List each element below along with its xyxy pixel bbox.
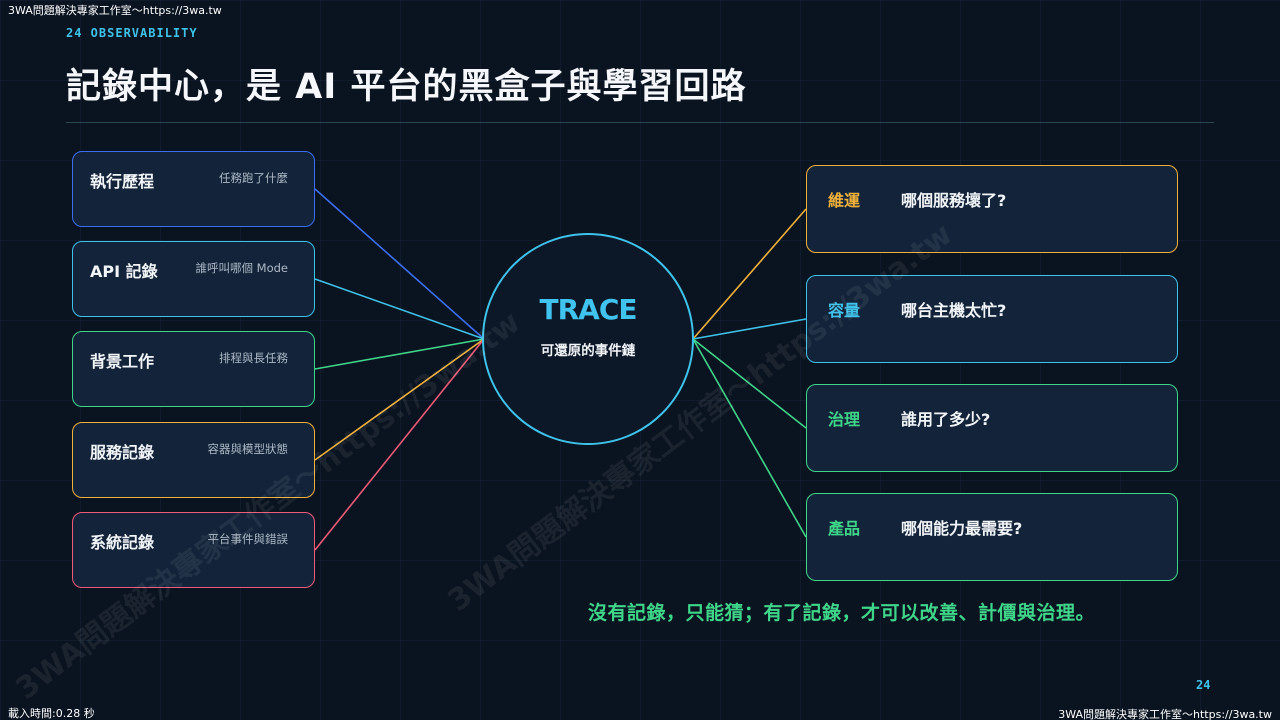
source-box-system-log: 系統記錄 平台事件與錯誤: [72, 512, 315, 588]
source-box-background-jobs: 背景工作 排程與長任務: [72, 331, 315, 407]
consumer-box-operations: 維運 哪個服務壞了?: [806, 165, 1178, 253]
consumer-question: 誰用了多少?: [901, 410, 991, 429]
source-desc: 排程與長任務: [219, 351, 288, 365]
source-connector: [314, 338, 485, 551]
consumer-role: 產品: [828, 519, 861, 538]
consumer-question: 哪台主機太忙?: [901, 301, 1007, 320]
consumer-box-capacity: 容量 哪台主機太忙?: [806, 275, 1178, 363]
source-desc: 誰呼叫哪個 Mode: [195, 261, 289, 275]
trace-hub: TRACE 可還原的事件鏈: [482, 233, 694, 445]
consumer-connector: [692, 318, 807, 340]
load-time: 載入時間:0.28 秒: [8, 707, 95, 720]
footer-watermark: 3WA問題解決專家工作室～https://3wa.tw: [1058, 708, 1272, 720]
consumer-box-governance: 治理 誰用了多少?: [806, 384, 1178, 472]
source-name: 系統記錄: [90, 533, 155, 552]
source-name: 背景工作: [90, 352, 155, 371]
source-box-execution-history: 執行歷程 任務跑了什麼: [72, 151, 315, 227]
hub-title: TRACE: [539, 293, 637, 326]
section-tag: 24 OBSERVABILITY: [66, 26, 198, 40]
source-desc: 平台事件與錯誤: [207, 532, 289, 546]
consumer-role: 治理: [828, 410, 861, 429]
consumer-connector: [692, 338, 807, 538]
title-divider: [66, 122, 1214, 123]
source-name: 服務記錄: [90, 443, 155, 462]
source-desc: 任務跑了什麼: [219, 171, 288, 185]
consumer-question: 哪個能力最需要?: [901, 519, 1023, 538]
source-name: API 記錄: [90, 262, 158, 281]
hub-subtitle: 可還原的事件鏈: [540, 343, 636, 359]
source-connector: [314, 188, 485, 340]
consumer-connector: [692, 338, 807, 429]
source-desc: 容器與模型狀態: [207, 442, 289, 456]
consumer-connector: [692, 208, 807, 340]
consumer-role: 容量: [828, 301, 861, 320]
source-box-api-log: API 記錄 誰呼叫哪個 Mode: [72, 241, 315, 317]
consumer-role: 維運: [828, 191, 861, 210]
source-connector: [314, 338, 485, 461]
top-watermark: 3WA問題解決專家工作室～https://3wa.tw: [8, 4, 222, 17]
page-number: 24: [1196, 678, 1211, 692]
source-connector: [314, 278, 485, 340]
source-connector: [314, 338, 485, 370]
source-name: 執行歷程: [90, 172, 155, 191]
summary-statement: 沒有記錄，只能猜；有了記錄，才可以改善、計價與治理。: [588, 602, 1096, 624]
consumer-box-product: 產品 哪個能力最需要?: [806, 493, 1178, 581]
source-box-service-log: 服務記錄 容器與模型狀態: [72, 422, 315, 498]
page-title: 記錄中心，是 AI 平台的黑盒子與學習回路: [66, 67, 747, 107]
consumer-question: 哪個服務壞了?: [901, 191, 1007, 210]
